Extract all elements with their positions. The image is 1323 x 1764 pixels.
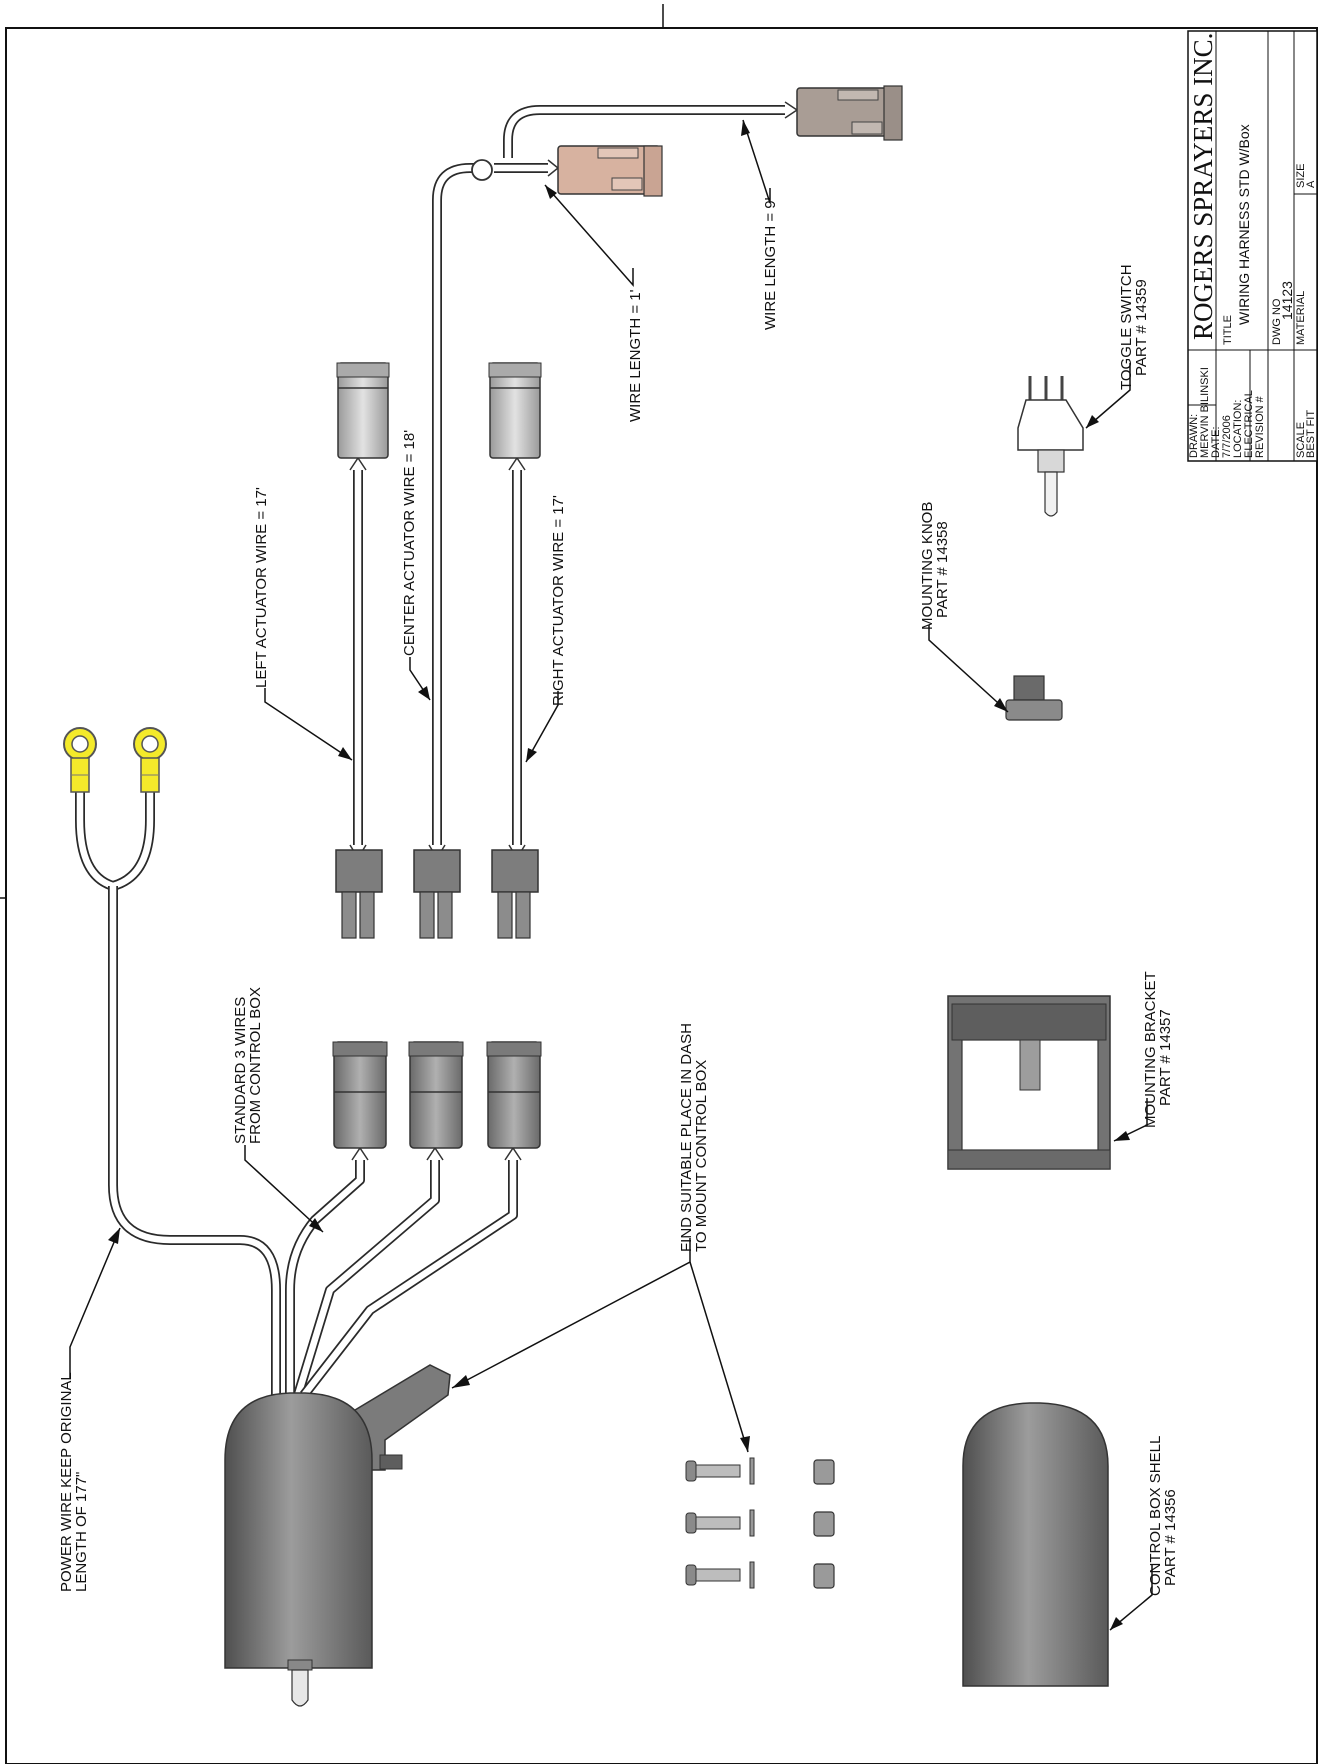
location-label: LOCATION: [1232,400,1244,458]
drawing-title: WIRING HARNESS STD W/Box [1236,124,1252,325]
scale-label: SCALE [1295,422,1307,458]
mounting-knob-icon [1005,675,1063,721]
scale-value: BEST FIT [1305,410,1317,458]
right-actuator-plug-icon [491,844,539,939]
mounting-knob-label-line1: MOUNTING KNOB [919,502,936,630]
standard-wires-label-line1: STANDARD 3 WIRES [232,997,249,1144]
size-value: A [1305,180,1317,188]
find-place-label-line1: FIND SUITABLE PLACE IN DASH [678,1023,695,1252]
right-actuator-label: RIGHT ACTUATOR WIRE = 17' [550,495,567,706]
ring-terminal-right-icon [133,727,167,793]
toggle-switch-label-line2: PART # 14359 [1133,279,1150,376]
mounting-bracket-label-line2: PART # 14357 [1157,1009,1174,1106]
mounting-knob-label-line2: PART # 14358 [934,521,951,618]
title-block [1187,30,1318,462]
right-actuator-top-connector-icon [488,362,542,471]
left-actuator-plug-icon [335,844,383,939]
material-label: MATERIAL [1295,291,1307,345]
wire-length-9-label: WIRE LENGTH = 9' [762,197,779,330]
standard-connector-3-icon [486,1041,542,1161]
wire-length-1-label: WIRE LENGTH = 1' [627,289,644,422]
ring-terminal-left-icon [63,727,97,793]
mounting-bracket-label-line1: MOUNTING BRACKET [1142,971,1159,1128]
toggle-switch-label-line1: TOGGLE SWITCH [1118,264,1135,390]
mounting-nuts-icon [813,1459,835,1589]
dwg-no: 14123 [1279,281,1295,320]
short-lead-connector-icon [547,145,663,197]
revision-label: REVISION # [1254,395,1266,458]
drawn-label: DRAWN: [1188,414,1200,458]
center-actuator-label: CENTER ACTUATOR WIRE = 18' [401,430,418,656]
mounting-screws-icon [685,1457,755,1589]
standard-connector-1-icon [332,1041,388,1161]
size-label: SIZE [1295,164,1307,188]
date-label: DATE: [1210,426,1222,458]
power-wire-label-line1: POWER WIRE KEEP ORIGINAL [58,1372,75,1592]
control-box-icon [224,1392,373,1707]
find-place-label-line2: TO MOUNT CONTROL BOX [693,1060,710,1252]
power-wire-label-line2: LENGTH OF 177" [73,1472,90,1592]
location-value: ELECTRICAL [1243,390,1255,458]
power-wire [75,788,281,1395]
title-label: TITLE [1222,315,1234,345]
toggle-switch-icon [1017,376,1084,517]
control-box-shell-label-line1: CONTROL BOX SHELL [1147,1436,1164,1596]
drawn-by: MERVIN BILINSKI [1199,367,1211,458]
drawing-border [5,27,1318,1764]
mounting-bracket-icon [947,995,1111,1170]
wire-splice-icon [471,159,493,181]
company-name: ROGERS SPRAYERS INC. [1188,33,1218,340]
date-value: 7/7/2006 [1221,415,1233,458]
left-actuator-label: LEFT ACTUATOR WIRE = 17' [253,487,270,688]
long-lead-connector-icon [784,85,903,141]
leader-lines [69,119,1153,1631]
dwg-no-label: DWG NO [1271,298,1283,345]
standard-wires-label-line2: FROM CONTROL BOX [247,987,264,1144]
left-actuator-top-connector-icon [336,362,390,471]
standard-connector-2-icon [408,1041,464,1161]
standard-wires [285,1160,518,1399]
center-actuator-plug-icon [413,844,461,939]
control-box-shell-icon [962,1402,1109,1687]
center-actuator-wire [432,105,785,845]
control-box-shell-label-line2: PART # 14356 [1162,1489,1179,1586]
